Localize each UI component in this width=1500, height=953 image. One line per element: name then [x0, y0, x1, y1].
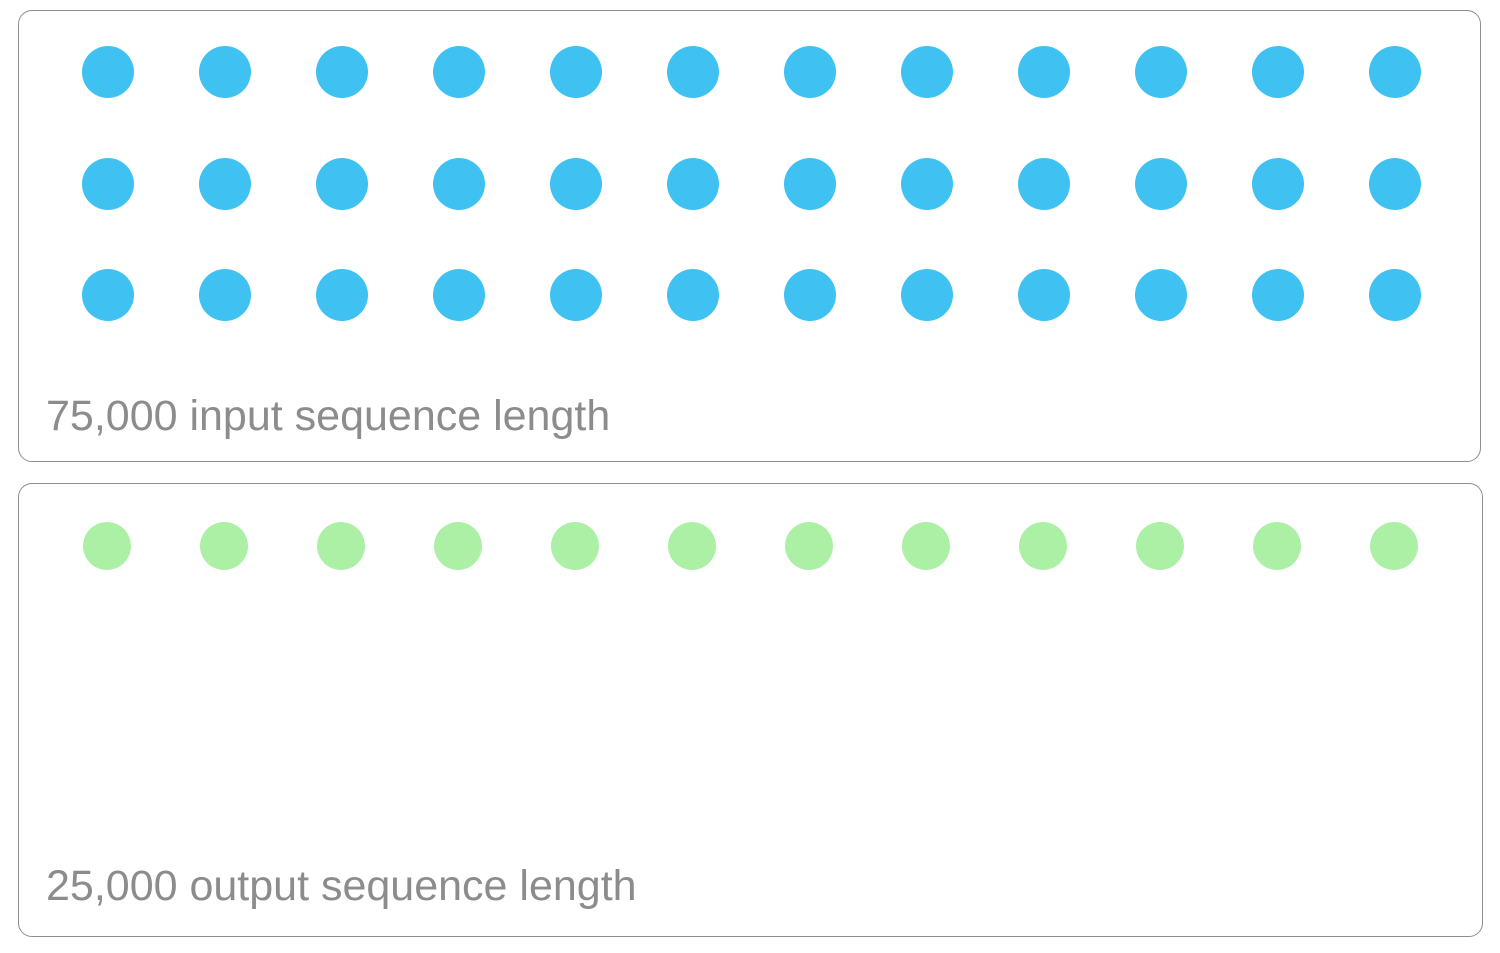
output-sequence-label: 25,000 output sequence length: [46, 862, 637, 910]
input-token-dot: [1252, 46, 1304, 98]
output-dot-row: [83, 522, 1418, 570]
output-token-dot: [785, 522, 833, 570]
output-token-dots-grid: [83, 522, 1418, 570]
input-token-dots-grid: [82, 46, 1421, 321]
input-token-dot: [667, 269, 719, 321]
input-token-dot: [901, 269, 953, 321]
input-token-dot: [784, 46, 836, 98]
input-token-dot: [1369, 269, 1421, 321]
input-token-dot: [901, 46, 953, 98]
input-token-dot: [316, 46, 368, 98]
output-token-dot: [200, 522, 248, 570]
output-token-dot: [551, 522, 599, 570]
input-token-dot: [199, 269, 251, 321]
input-sequence-label: 75,000 input sequence length: [46, 392, 611, 440]
input-token-dot: [550, 269, 602, 321]
input-token-dot: [82, 269, 134, 321]
input-token-dot: [1252, 157, 1304, 210]
output-token-dot: [1253, 522, 1301, 570]
input-token-dot: [1135, 46, 1187, 98]
input-token-dot: [1135, 269, 1187, 321]
input-token-dot: [1252, 269, 1304, 321]
output-token-dot: [434, 522, 482, 570]
output-token-dot: [1136, 522, 1184, 570]
input-token-dot: [199, 46, 251, 98]
output-token-dot: [902, 522, 950, 570]
input-token-dot: [316, 157, 368, 210]
output-sequence-panel: 25,000 output sequence length: [18, 483, 1483, 937]
input-token-dot: [784, 157, 836, 210]
input-token-dot: [1135, 157, 1187, 210]
input-token-dot: [550, 157, 602, 210]
input-token-dot: [433, 46, 485, 98]
output-token-dot: [1019, 522, 1067, 570]
input-token-dot: [433, 269, 485, 321]
input-token-dot: [1018, 269, 1070, 321]
input-token-dot: [667, 46, 719, 98]
output-token-dot: [83, 522, 131, 570]
input-token-dot: [316, 269, 368, 321]
input-token-dot: [82, 46, 134, 98]
input-token-dot: [1369, 157, 1421, 210]
input-token-dot: [784, 269, 836, 321]
input-token-dot: [1369, 46, 1421, 98]
input-token-dot: [199, 157, 251, 210]
input-token-dot: [1018, 157, 1070, 210]
input-token-dot: [1018, 46, 1070, 98]
input-token-dot: [667, 157, 719, 210]
input-dot-row: [82, 46, 1421, 98]
output-token-dot: [317, 522, 365, 570]
input-dot-row: [82, 157, 1421, 210]
input-dot-row: [82, 269, 1421, 321]
input-token-dot: [901, 157, 953, 210]
input-token-dot: [82, 157, 134, 210]
input-token-dot: [550, 46, 602, 98]
input-token-dot: [433, 157, 485, 210]
output-token-dot: [1370, 522, 1418, 570]
input-sequence-panel: 75,000 input sequence length: [18, 10, 1481, 462]
output-token-dot: [668, 522, 716, 570]
